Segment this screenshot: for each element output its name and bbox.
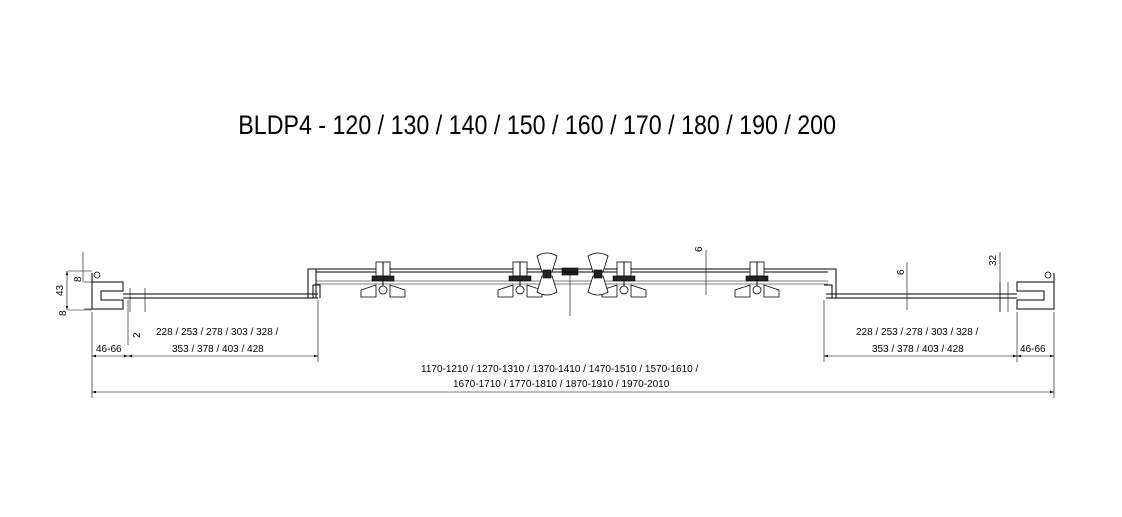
center-seal <box>557 267 588 276</box>
roller-4 <box>734 261 780 298</box>
center-6-label: 6 <box>694 246 705 252</box>
right-fixed-panel <box>826 282 1017 312</box>
left-panel-step <box>307 268 321 298</box>
right-6-label: 6 <box>896 269 907 275</box>
roller-3 <box>601 261 647 298</box>
dim-left-panel: 228 / 253 / 278 / 303 / 328 / 353 / 378 … <box>127 300 319 362</box>
overall-line1: 1170-1210 / 1270-1310 / 1370-1410 / 1470… <box>421 364 698 375</box>
right-32-label: 32 <box>988 254 999 266</box>
dim-43-label: 43 <box>55 284 66 296</box>
left-range-label: 46-66 <box>96 344 122 355</box>
dim-left-8-bottom: 8 <box>58 309 92 316</box>
overall-line2: 1670-1710 / 1770-1810 / 1870-1910 / 1970… <box>453 379 670 390</box>
left-panel-line2: 353 / 378 / 403 / 428 <box>172 344 264 355</box>
dim-right-32: 32 <box>988 252 1001 312</box>
right-panel-line2: 353 / 378 / 403 / 428 <box>872 344 964 355</box>
dim-8-bottom-label: 8 <box>58 310 69 316</box>
left-wall-profile <box>84 271 124 310</box>
roller-1 <box>360 261 406 298</box>
roller-2 <box>497 261 543 298</box>
dim-right-range: 46-66 <box>1016 312 1055 398</box>
drawing-title: BLDP4 - 120 / 130 / 140 / 150 / 160 / 17… <box>238 110 836 140</box>
right-panel-line1: 228 / 253 / 278 / 303 / 328 / <box>856 327 979 338</box>
dim-right-6: 6 <box>896 262 908 310</box>
dim-left-2: 2 <box>127 300 143 345</box>
handle-left <box>536 252 558 296</box>
right-range-label: 46-66 <box>1020 344 1046 355</box>
left-panel-line1: 228 / 253 / 278 / 303 / 328 / <box>156 327 279 338</box>
left-fixed-panel <box>123 288 318 312</box>
dim-left-8-top: 8 <box>68 252 92 282</box>
dim-2-label: 2 <box>132 332 143 338</box>
dim-center-6: 6 <box>694 246 707 295</box>
dim-8-top-label: 8 <box>73 276 84 282</box>
right-wall-profile <box>1016 271 1055 310</box>
dim-left-43: 43 <box>55 271 69 310</box>
dim-overall: 1170-1210 / 1270-1310 / 1370-1410 / 1470… <box>92 364 1054 394</box>
dim-right-panel: 228 / 253 / 278 / 303 / 328 / 353 / 378 … <box>823 300 1017 362</box>
handle-right <box>587 252 609 296</box>
dim-left-range: 46-66 <box>91 312 128 398</box>
